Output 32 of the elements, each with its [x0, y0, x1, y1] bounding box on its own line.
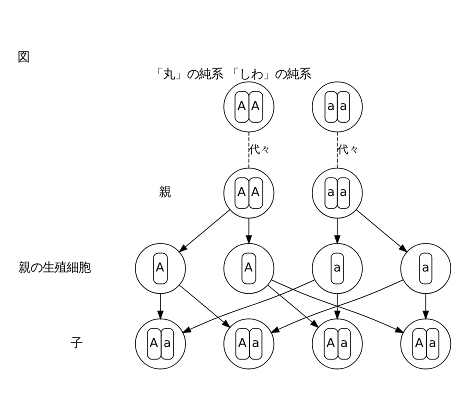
edge-label: 代々: [249, 142, 272, 156]
arrow: [334, 217, 341, 244]
node-label: 「しわ」の純系: [226, 66, 311, 80]
arrow: [334, 292, 341, 320]
label: 子: [70, 335, 83, 350]
node-circle: A a: [135, 318, 186, 369]
node-circle: a: [400, 242, 452, 294]
label: 親の生殖細胞: [18, 260, 90, 274]
node-circle: a a: [312, 81, 363, 132]
arrow: [157, 292, 164, 320]
node-circle: A: [135, 242, 186, 294]
node-circle: A a: [223, 318, 274, 369]
connector: [248, 131, 250, 168]
label: 親: [159, 184, 172, 199]
node-circle: A A: [223, 81, 274, 132]
arrow: [182, 278, 316, 333]
arrow: [179, 284, 231, 328]
node-circle: A a: [400, 318, 452, 369]
arrow: [246, 217, 252, 244]
arrow: [356, 208, 408, 252]
node-circle: a a: [312, 167, 363, 218]
node-circle: a: [312, 242, 363, 294]
node-circle: A a: [312, 318, 363, 369]
connector: [336, 131, 338, 168]
node-label: 「丸」の純系: [150, 66, 223, 80]
diagram-title: 図: [18, 49, 30, 64]
node-circle: A A: [223, 167, 274, 218]
node-circle: A: [223, 242, 274, 294]
arrow: [267, 284, 320, 328]
edge-label: 代々: [337, 142, 360, 156]
arrow: [422, 292, 429, 320]
arrow: [178, 208, 230, 252]
